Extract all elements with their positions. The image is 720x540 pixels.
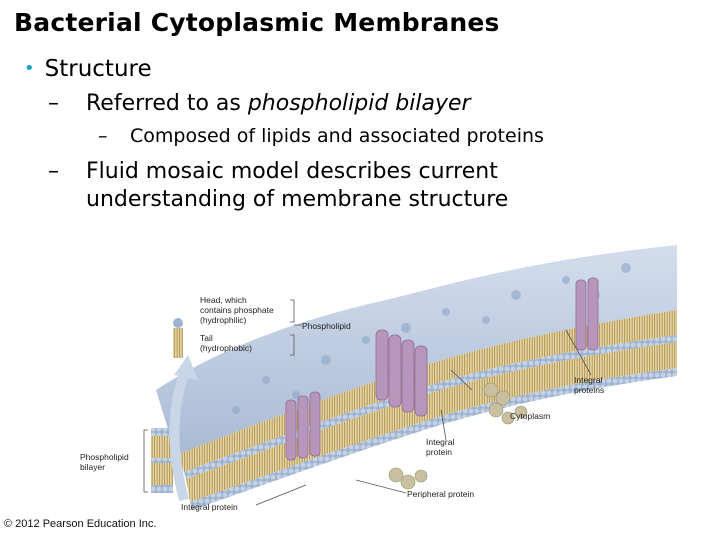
arrow-head-icon (174, 355, 198, 380)
label-peripheral-protein: Peripheral protein (407, 489, 475, 499)
peripheral-protein (388, 382, 528, 490)
label-integral-protein-bottom: Integral protein (181, 502, 238, 512)
upper-leaflet-tails (176, 310, 677, 472)
bullet-structure: • Structure (24, 56, 152, 82)
single-phospholipid (173, 318, 183, 358)
label-brackets (143, 299, 592, 506)
slide-title: Bacterial Cytoplasmic Membranes (14, 8, 500, 37)
integral-proteins (285, 277, 599, 461)
bullet-icon: • (24, 58, 35, 79)
bullet-structure-label: Structure (44, 56, 152, 82)
sub-bullet-bilayer-text: Referred to as (86, 91, 248, 116)
lower-leaflet-tails (186, 342, 677, 502)
sub-bullet-fluid-mosaic-line2: understanding of membrane structure (86, 187, 509, 212)
dash-icon: – (48, 159, 59, 184)
zoom-arrow-icon (169, 368, 191, 502)
subsub-bullet-composition-text: Composed of lipids and associated protei… (130, 125, 544, 147)
dash-icon: – (48, 91, 59, 116)
midplane-band (184, 335, 677, 479)
bottom-head-layer (190, 368, 677, 510)
sub-bullet-bilayer: – Referred to as phospholipid bilayer (48, 90, 471, 118)
dash-icon: – (98, 125, 108, 147)
label-tail: Tail(hydrophobic) (200, 333, 252, 353)
footer-copyright: © 2012 Pearson Education Inc. (4, 518, 157, 530)
label-phospholipid: Phospholipid (302, 321, 351, 331)
left-bilayer-stack (151, 428, 173, 493)
sub-bullet-fluid-mosaic-line1: Fluid mosaic model describes current (86, 159, 498, 184)
label-cytoplasm: Cytoplasm (510, 411, 551, 421)
surface-head-dots (232, 263, 631, 414)
phospholipid-bilayer-term: phospholipid bilayer (247, 91, 471, 116)
subsub-bullet-composition: –Composed of lipids and associated prote… (98, 125, 544, 147)
membrane-drawing (143, 245, 677, 510)
sub-bullet-fluid-mosaic: – Fluid mosaic model describes current un… (48, 158, 508, 214)
label-tail-text: Tail(hydrophobic) (200, 333, 252, 353)
